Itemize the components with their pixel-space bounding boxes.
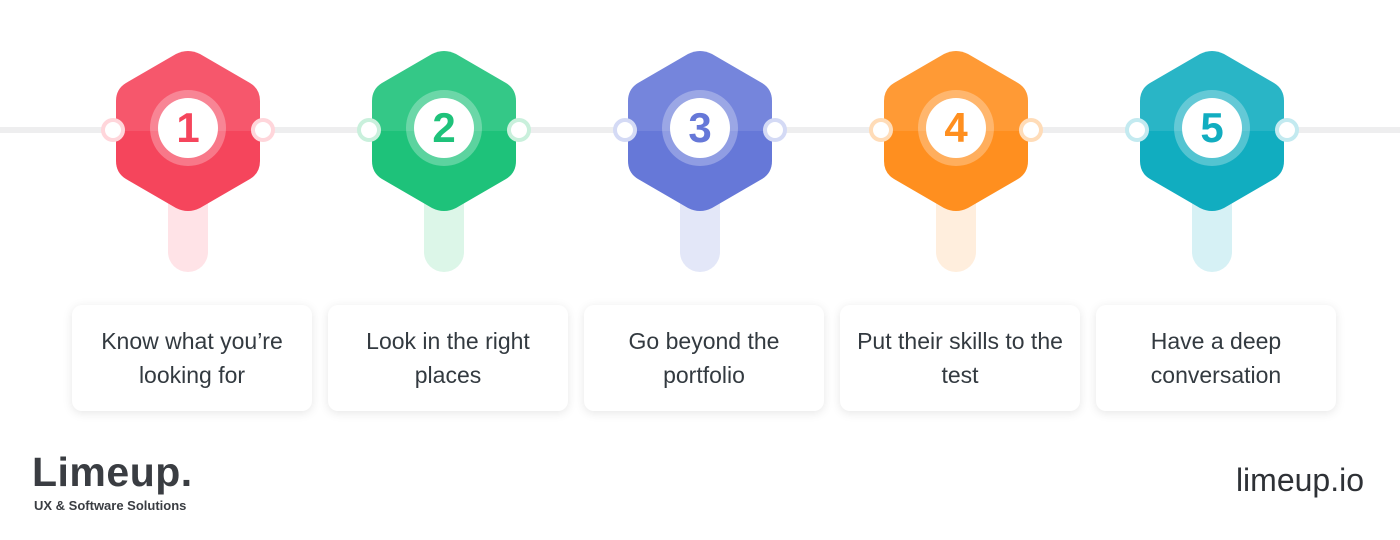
connector-dot-left — [1125, 118, 1149, 142]
step-5: 5 Have a deep conversation — [1084, 0, 1340, 420]
step-number-badge: 5 — [1174, 90, 1250, 166]
step-number: 5 — [1182, 98, 1242, 158]
connector-dot-right — [251, 118, 275, 142]
step-number-badge: 1 — [150, 90, 226, 166]
brand-logo: Limeup. UX & Software Solutions — [32, 448, 193, 513]
step-number: 3 — [670, 98, 730, 158]
connector-dot-left — [869, 118, 893, 142]
step-label: Put their skills to the test — [857, 328, 1063, 388]
hexagon-icon — [884, 51, 1028, 211]
step-card: Put their skills to the test — [840, 305, 1080, 411]
step-number: 4 — [926, 98, 986, 158]
step-label: Have a deep conversation — [1150, 328, 1282, 388]
step-number-badge: 4 — [918, 90, 994, 166]
step-card: Have a deep conversation — [1096, 305, 1336, 411]
step-1: 1 Know what you’re looking for — [60, 0, 316, 420]
connector-dot-left — [613, 118, 637, 142]
step-number-badge: 3 — [662, 90, 738, 166]
step-4: 4 Put their skills to the test — [828, 0, 1084, 420]
connector-dot-right — [763, 118, 787, 142]
step-label: Look in the right places — [366, 328, 530, 388]
step-number: 1 — [158, 98, 218, 158]
connector-dot-right — [507, 118, 531, 142]
connector-dot-right — [1019, 118, 1043, 142]
step-number-badge: 2 — [406, 90, 482, 166]
brand-name: Limeup. — [32, 449, 193, 495]
connector-dot-left — [357, 118, 381, 142]
connector-dot-left — [101, 118, 125, 142]
connector-dot-right — [1275, 118, 1299, 142]
step-card: Know what you’re looking for — [72, 305, 312, 411]
step-3: 3 Go beyond the portfolio — [572, 0, 828, 420]
step-number: 2 — [414, 98, 474, 158]
step-card: Look in the right places — [328, 305, 568, 411]
step-2: 2 Look in the right places — [316, 0, 572, 420]
step-label: Go beyond the portfolio — [628, 328, 780, 388]
step-card: Go beyond the portfolio — [584, 305, 824, 411]
brand-tagline: UX & Software Solutions — [34, 498, 187, 513]
site-url: limeup.io — [1235, 462, 1364, 498]
step-label: Know what you’re looking for — [101, 328, 283, 388]
